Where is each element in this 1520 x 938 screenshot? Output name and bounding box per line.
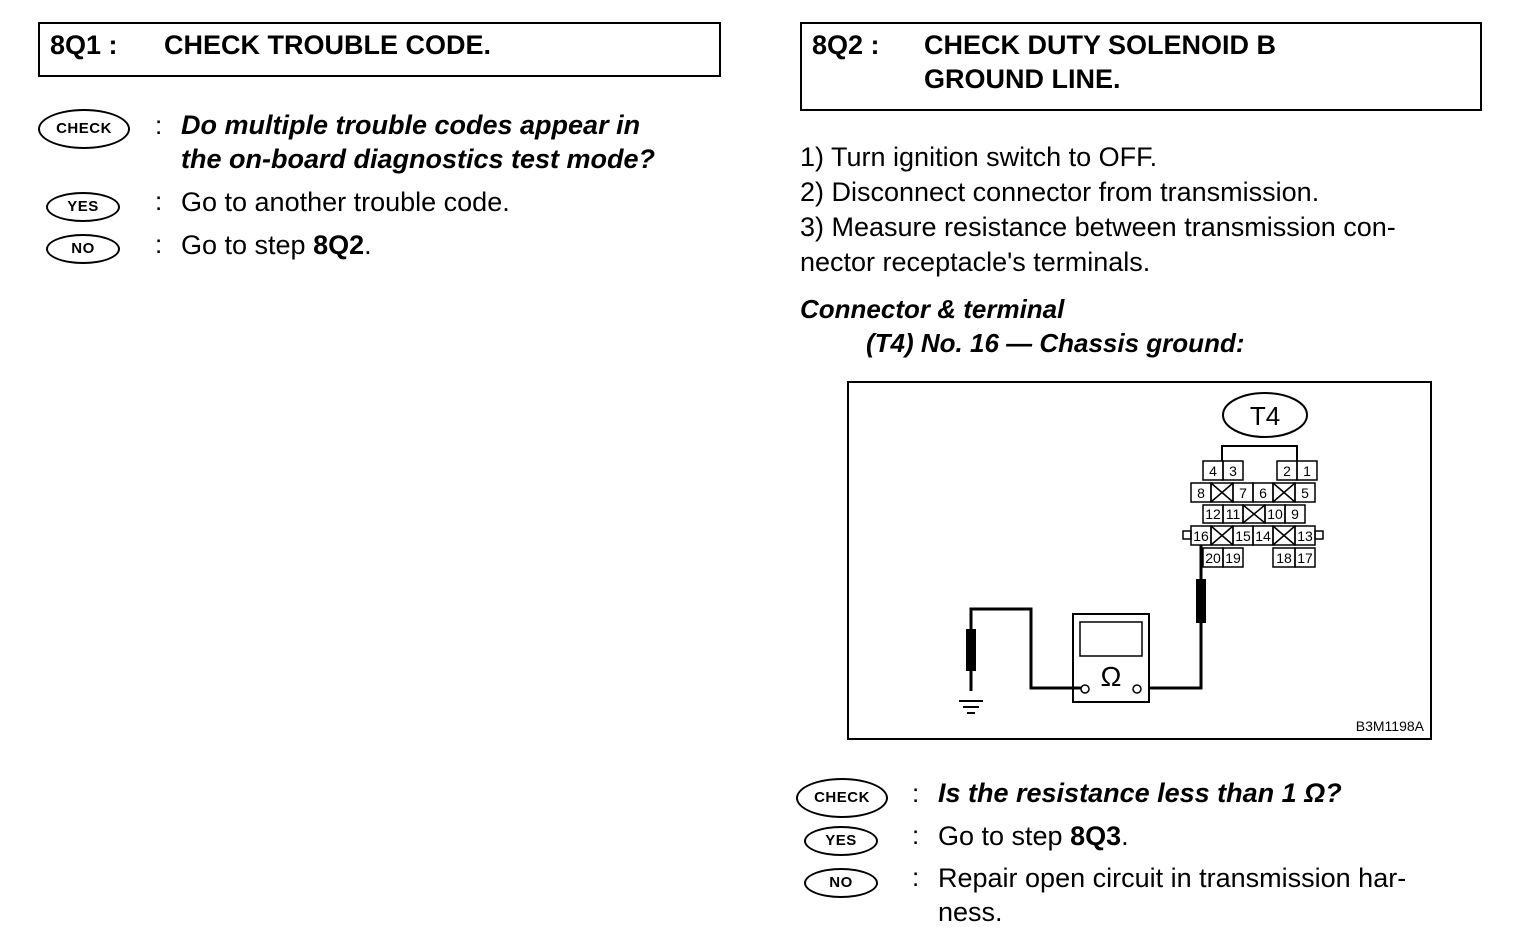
pin-label: 5 [1301,485,1309,501]
no-answer-line1: Repair open circuit in transmission har- [938,863,1407,893]
ohmmeter: Ω [1072,613,1150,703]
colon: : [912,820,920,850]
step-8q2-header: 8Q2 : CHECK DUTY SOLENOID B GROUND LINE. [800,22,1482,111]
pin-label: 6 [1259,485,1267,501]
colon: : [155,110,163,140]
probe-ground [966,629,976,671]
yes-answer-suffix: . [1121,821,1129,851]
step-8q1-header: 8Q1 : CHECK TROUBLE CODE. [38,22,721,77]
condition-title: Connector & terminal [800,294,1065,324]
pin-label: 14 [1255,528,1271,544]
pin-label: 19 [1225,550,1241,566]
colon: : [912,862,920,892]
no-answer: Go to step 8Q2. [181,228,372,262]
pin-label: 18 [1276,550,1292,566]
connector-label: T4 [1250,401,1280,431]
chassis-ground-icon [959,700,983,714]
pin-label: 1 [1303,463,1311,479]
check-question: Is the resistance less than 1 Ω? [938,778,1342,808]
pin-label: 9 [1291,506,1299,522]
pin-label: 3 [1229,463,1237,479]
connector-t4 [1182,460,1324,568]
figure-id: B3M1198A [1355,718,1424,734]
pin-label: 4 [1209,463,1217,479]
pin-label: 11 [1226,506,1241,522]
condition-detail: (T4) No. 16 — Chassis ground: [866,328,1245,358]
yes-answer-step-link: 8Q3 [1070,821,1122,851]
procedure-steps: 1) Turn ignition switch to OFF. 2) Disco… [800,140,1485,280]
meter-display [1079,621,1143,657]
yes-answer: Go to another trouble code. [181,187,510,217]
step-title: CHECK TROUBLE CODE. [164,30,492,60]
pin-label: 17 [1297,550,1313,566]
colon: : [155,229,163,259]
check-question: Do multiple trouble codes appear in the … [181,108,726,176]
meter-jack [1080,684,1090,694]
probe-wire-terminal [1145,545,1203,690]
pin-label: 2 [1283,463,1291,479]
no-answer-line2: ness. [938,897,1003,927]
connector-pin-labels: 4 3 2 1 8 7 6 5 12 11 10 9 16 15 14 13 2… [1193,463,1313,566]
colon: : [912,778,920,808]
pin-label: 15 [1235,528,1251,544]
step-number: 8Q2 : [812,30,880,60]
check-badge: CHECK [796,778,888,818]
check-question-line1: Do multiple trouble codes appear in [181,110,641,140]
no-badge: NO [804,868,878,898]
pin-label: 7 [1239,485,1247,501]
procedure-step-2: 2) Disconnect connector from transmissio… [800,177,1320,207]
procedure-step-3: 3) Measure resistance between transmissi… [800,212,1396,242]
ohm-symbol: Ω [1101,661,1122,692]
pin-label: 10 [1267,506,1283,522]
pin-label: 8 [1197,485,1205,501]
probe-wire-ground [969,607,1081,691]
check-badge: CHECK [38,109,130,149]
pin-label: 13 [1297,528,1313,544]
diagram-svg: T4 [959,392,1324,714]
pin-label: 12 [1205,506,1221,522]
step-number: 8Q1 : [50,30,118,60]
no-badge: NO [46,234,120,264]
step-title-line2: GROUND LINE. [924,64,1121,94]
no-answer-suffix: . [364,230,372,260]
colon: : [155,186,163,216]
check-question-line2: the on-board diagnostics test mode? [181,144,656,174]
procedure-step-1: 1) Turn ignition switch to OFF. [800,142,1158,172]
pin-label: 20 [1205,550,1221,566]
connector-label-oval [1222,392,1308,438]
procedure-step-3-cont: nector receptacle's terminals. [800,247,1151,277]
yes-badge: YES [804,826,878,856]
pin-label-16: 16 [1193,528,1209,544]
meter-jack [1132,684,1142,694]
yes-badge: YES [46,192,120,222]
step-title-line1: CHECK DUTY SOLENOID B [924,30,1277,60]
connector-leader [1221,445,1298,461]
no-answer-step-link: 8Q2 [313,230,365,260]
yes-answer-prefix: Go to step [938,821,1071,851]
no-answer-prefix: Go to step [181,230,314,260]
wiring-diagram: T4 [847,381,1432,740]
probe-terminal [1196,579,1206,623]
yes-answer: Go to step 8Q3. [938,819,1129,853]
no-answer: Repair open circuit in transmission har-… [938,861,1483,929]
